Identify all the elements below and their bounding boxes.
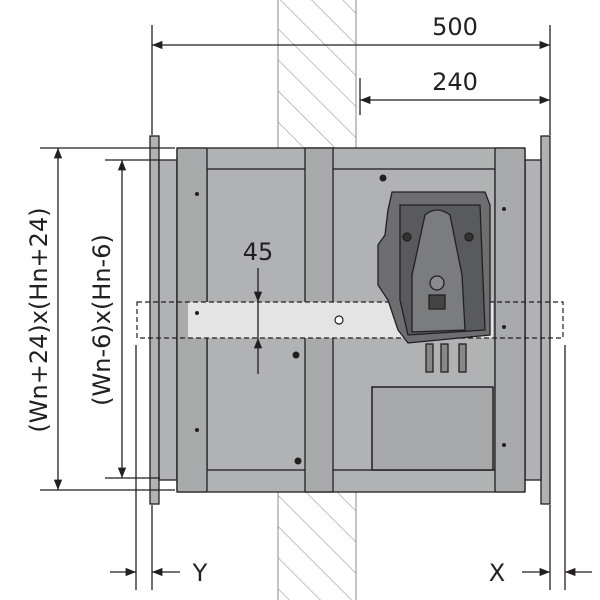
wall-section	[277, 0, 357, 600]
hole-icon	[334, 315, 344, 325]
inner-size-label: (Wn-6)x(Hn-6)	[88, 234, 116, 406]
control-box	[371, 386, 494, 471]
dim-500-label: 500	[432, 13, 478, 41]
outer-size-label: (Wn+24)x(Hn+24)	[25, 207, 53, 432]
left-flange	[149, 135, 178, 505]
right-flange	[524, 135, 551, 505]
dim-45-label: 45	[243, 238, 274, 266]
actuator	[377, 191, 491, 373]
rivets	[195, 174, 506, 465]
gap-y-label: Y	[192, 559, 208, 587]
dimension-lines	[40, 25, 592, 590]
gap-x-label: X	[489, 559, 505, 587]
dim-240-label: 240	[432, 68, 478, 96]
